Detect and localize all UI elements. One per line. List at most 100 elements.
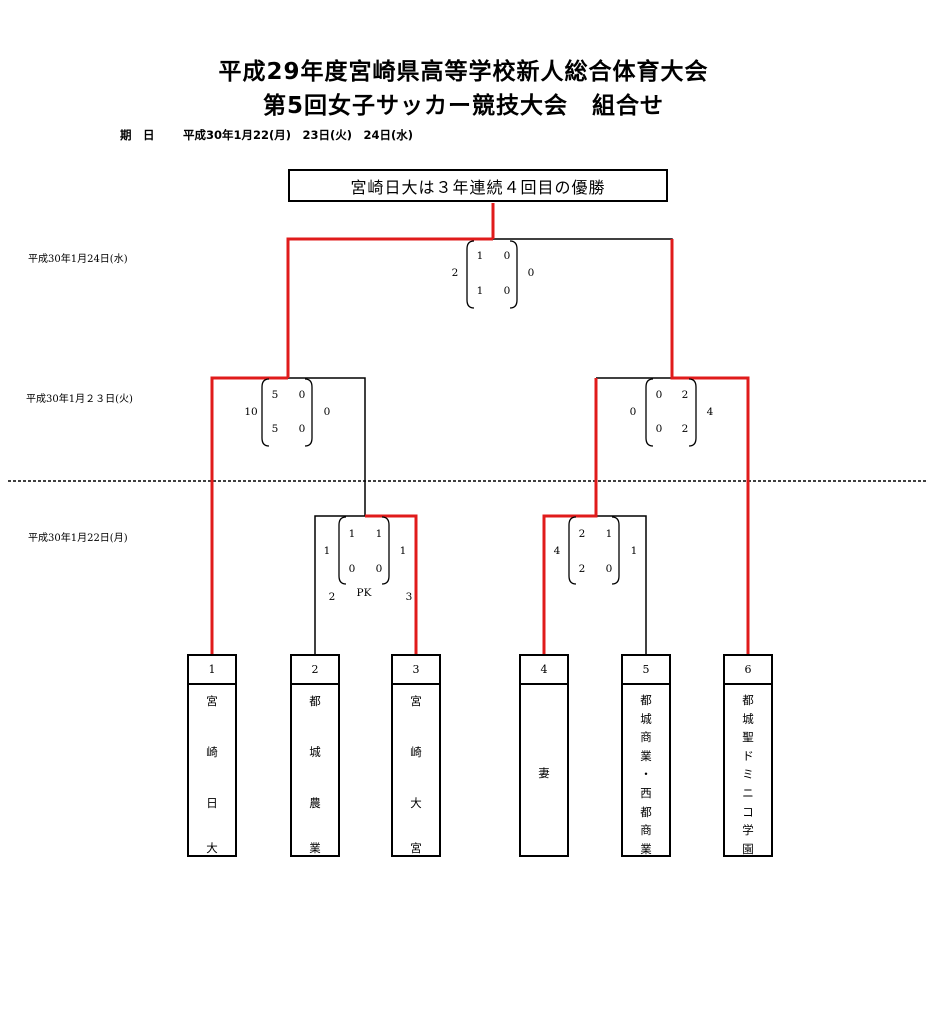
semi-right-score-bracket-left (645, 378, 654, 447)
team-name-char: 西 (640, 785, 652, 800)
team-name-char: 城 (309, 745, 321, 759)
final-second-half-left: 1 (476, 285, 484, 297)
team-name: 宮 崎 日 大 (189, 685, 235, 856)
final-first-half-right: 0 (503, 250, 511, 262)
team-name: 都 城 聖 ド ミ ニ コ 学 園 (725, 685, 771, 858)
team-name-char: 都 (640, 804, 652, 819)
title-line-1: 平成29年度宮崎県高等学校新人総合体育大会 (218, 59, 709, 85)
r1-left-winner (365, 514, 418, 655)
semi-left-total-left: 10 (244, 406, 258, 418)
team-name-char: 業 (309, 841, 321, 855)
r1-left-first-half-right: 1 (375, 528, 383, 540)
team-name-char: 大 (206, 841, 218, 855)
semi-left-total-right: 0 (323, 406, 331, 418)
r1-right-second-half-left: 2 (578, 563, 586, 575)
team-box-5: 5 都 城 商 業 ・ 西 都 商 業 (621, 654, 671, 857)
team-name-char: 崎 (410, 745, 422, 759)
team-name-char: 都 (742, 693, 754, 707)
r1-right-right-branch (596, 515, 647, 655)
team-number: 1 (189, 656, 235, 685)
team-name-char: ド (742, 748, 754, 763)
r1-right-winner (542, 480, 598, 655)
r1-right-first-half-right: 1 (605, 528, 613, 540)
team-name-char: ニ (742, 785, 754, 800)
team-name-char: 学 (742, 823, 754, 838)
final-score-bracket-right (509, 240, 518, 309)
team-name: 都 城 農 業 (292, 685, 338, 856)
title-line-2: 第5回女子サッカー競技大会 組合せ (262, 93, 664, 119)
team-name-char: 商 (640, 823, 652, 838)
final-left-winner (286, 237, 493, 378)
r1-right-total-right: 1 (630, 545, 638, 557)
semi-left-second-half-left: 5 (271, 423, 279, 435)
r1-right-total-left: 4 (553, 545, 561, 557)
team-name-char: 園 (742, 841, 754, 856)
team-name-char: 業 (640, 748, 652, 763)
r1-left-pk-left: 2 (328, 591, 336, 603)
team-name: 都 城 商 業 ・ 西 都 商 業 (623, 685, 669, 858)
team-name-char: 聖 (742, 730, 754, 745)
r1-right-first-half-left: 2 (578, 528, 586, 540)
r1-left-pk-right: 3 (405, 591, 413, 603)
team-box-3: 3 宮 崎 大 宮 (391, 654, 441, 857)
semi-right-first-half-left: 0 (655, 389, 663, 401)
team-name-char: 都 (309, 694, 321, 708)
team-name-char: 宮 (410, 694, 422, 708)
team-name-char: 農 (309, 796, 321, 810)
round-date-semifinal: 平成30年1月２３日(火) (26, 394, 133, 405)
semi-left-score-bracket-left (261, 378, 270, 447)
team-name-char: 業 (640, 841, 652, 856)
r1-left-left-branch (314, 515, 365, 655)
team-name: 妻 (521, 685, 567, 781)
final-second-half-right: 0 (503, 285, 511, 297)
semi-right-second-half-left: 0 (655, 423, 663, 435)
team-name-char: 妻 (538, 766, 550, 780)
r1-left-total-right: 1 (399, 545, 407, 557)
final-score-bracket-left (466, 240, 475, 309)
r1-left-pk-label: PK (356, 587, 372, 599)
r1-left-second-half-right: 0 (375, 563, 383, 575)
final-first-half-left: 1 (476, 250, 484, 262)
semi-right-first-half-right: 2 (681, 389, 689, 401)
team-box-6: 6 都 城 聖 ド ミ ニ コ 学 園 (723, 654, 773, 857)
semi-left-winner (210, 376, 288, 655)
team-number: 6 (725, 656, 771, 685)
semi-left-first-half-left: 5 (271, 389, 279, 401)
semi-left-score-bracket-right (304, 378, 313, 447)
team-name-char: 都 (640, 693, 652, 707)
team-box-2: 2 都 城 農 業 (290, 654, 340, 857)
final-total-right: 0 (527, 267, 535, 279)
team-name-char: ・ (640, 767, 652, 782)
team-name-char: 城 (742, 711, 754, 726)
r1-left-first-half-left: 1 (348, 528, 356, 540)
r1-right-score-bracket-left (568, 516, 577, 585)
team-name-char: 宮 (206, 694, 218, 708)
r1-right-second-half-right: 0 (605, 563, 613, 575)
team-name-char: 大 (410, 796, 422, 810)
semi-right-total-left: 0 (629, 406, 637, 418)
r1-left-score-bracket-left (338, 516, 347, 585)
round-date-final: 平成30年1月24日(水) (28, 254, 128, 265)
semi-left-first-half-right: 0 (298, 389, 306, 401)
r1-left-second-half-left: 0 (348, 563, 356, 575)
team-box-1: 1 宮 崎 日 大 (187, 654, 237, 857)
semi-right-total-right: 4 (706, 406, 714, 418)
team-number: 3 (393, 656, 439, 685)
team-name-char: 商 (640, 730, 652, 745)
team-name-char: 日 (206, 796, 218, 810)
r1-left-total-left: 1 (323, 545, 331, 557)
team-name: 宮 崎 大 宮 (393, 685, 439, 856)
round-date-first-round: 平成30年1月22日(月) (28, 533, 128, 544)
dates-label: 期 日 (120, 128, 155, 142)
semi-left-second-half-right: 0 (298, 423, 306, 435)
team-number: 4 (521, 656, 567, 685)
team-name-char: 城 (640, 711, 652, 726)
semi-right-second-half-right: 2 (681, 423, 689, 435)
dates-value: 平成30年1月22(月) 23日(火) 24日(水) (183, 128, 414, 142)
final-right-branch (493, 238, 673, 378)
semi-right-winner (670, 239, 750, 655)
final-total-left: 2 (451, 267, 459, 279)
team-number: 2 (292, 656, 338, 685)
semi-left-right-branch (288, 377, 366, 516)
